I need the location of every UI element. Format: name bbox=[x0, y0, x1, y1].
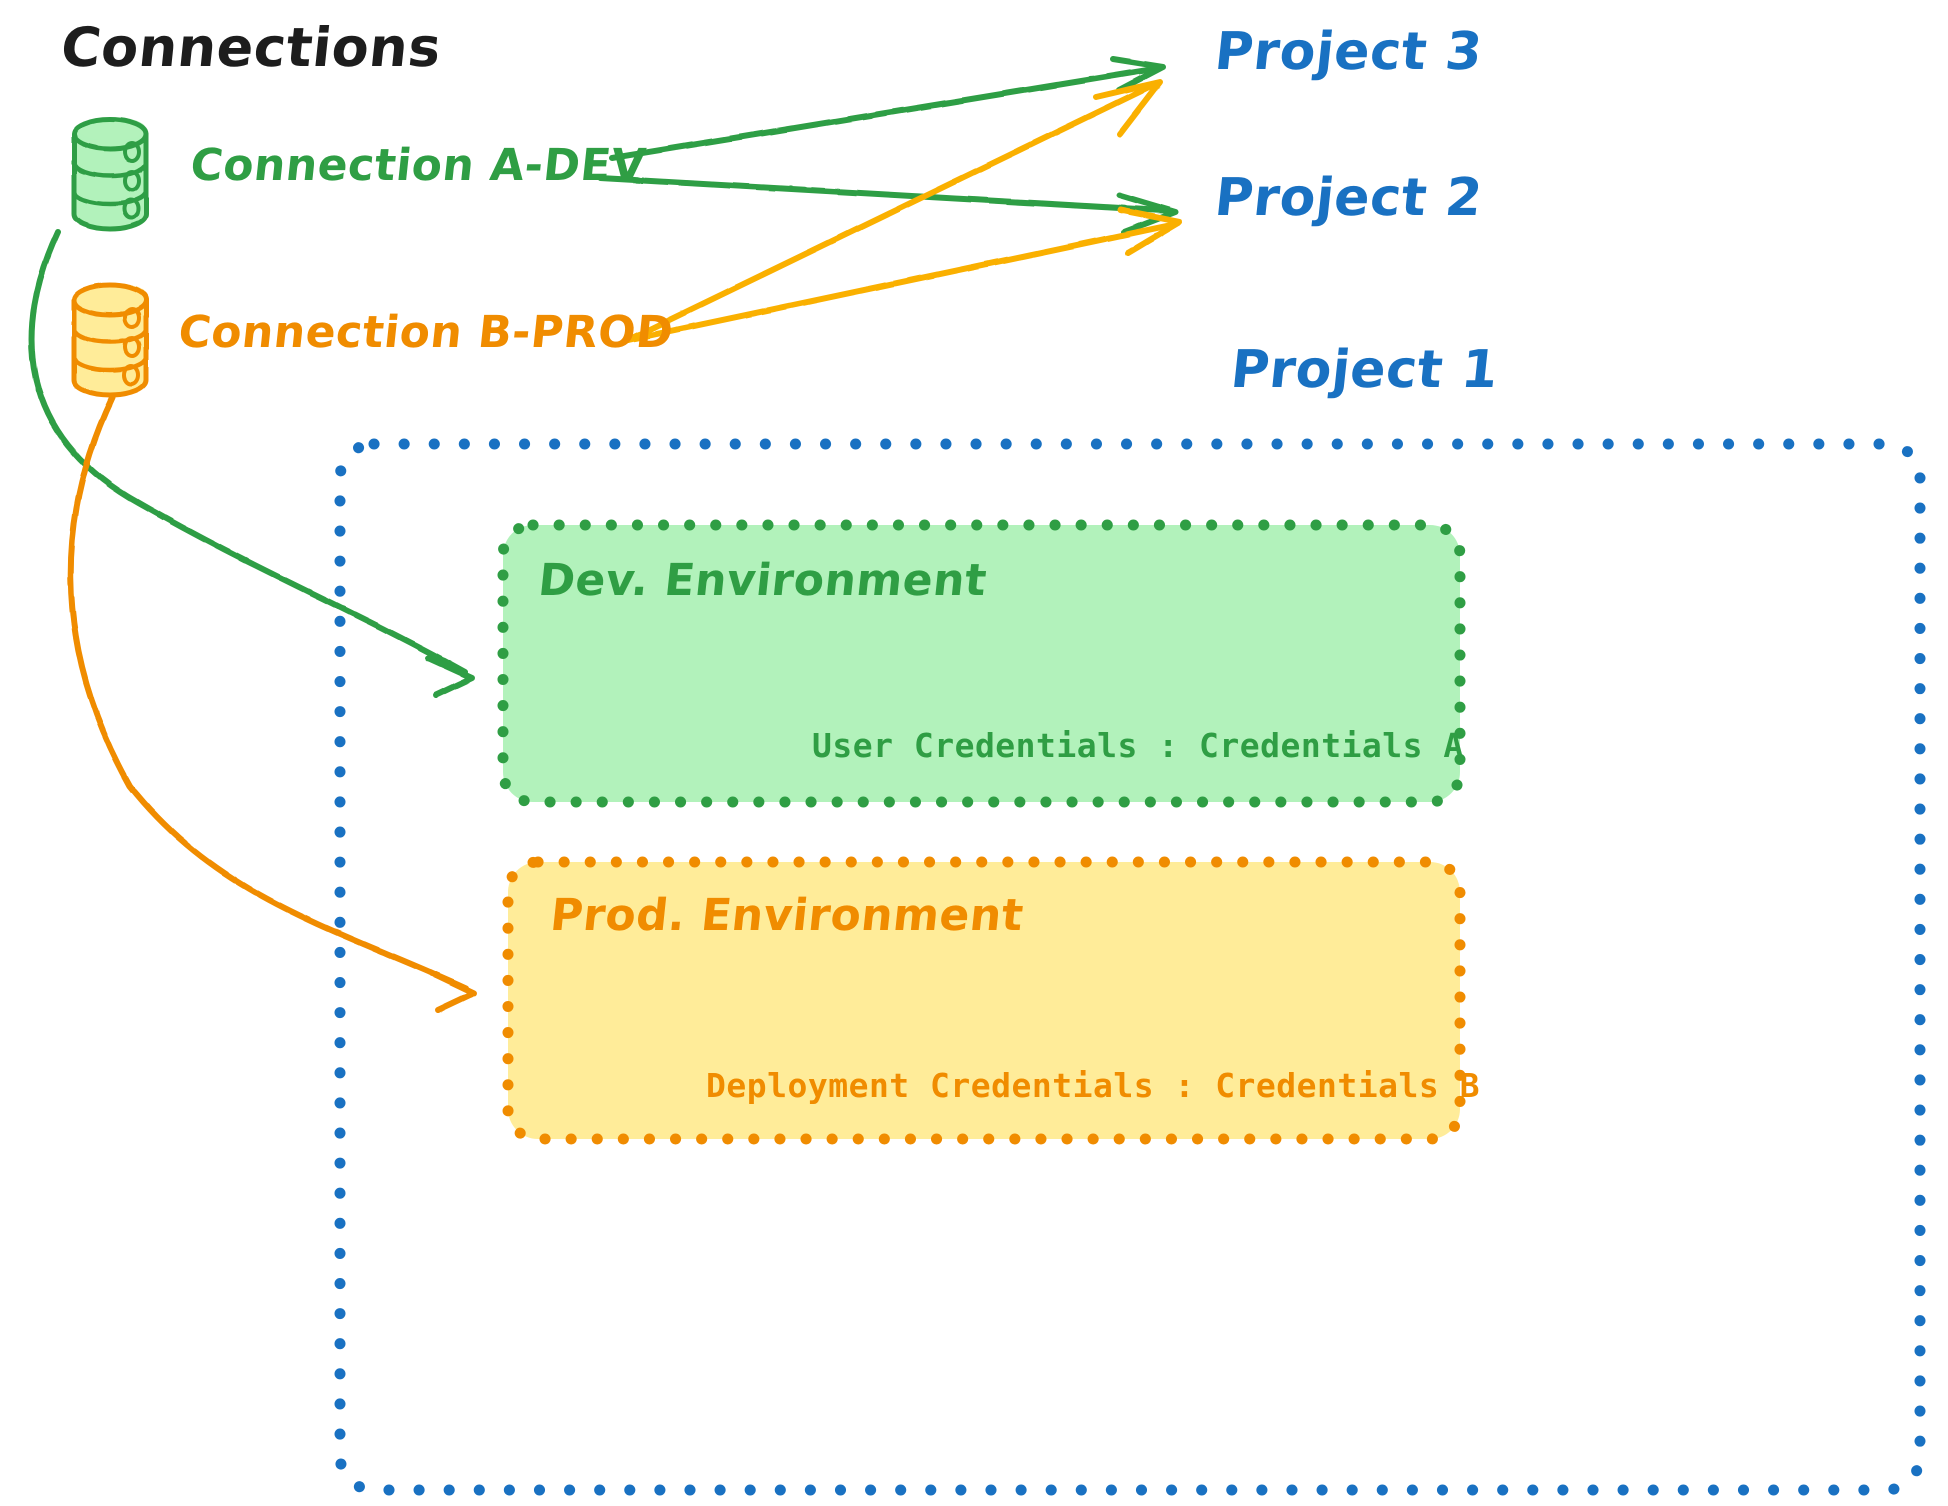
project-1-container bbox=[334, 438, 1926, 1496]
prod-environment-label: Prod. Environment bbox=[548, 890, 1027, 941]
arrow-conn-b-to-prod-environment bbox=[67, 395, 477, 1013]
arrow-conn-a-to-dev-environment bbox=[28, 229, 475, 698]
dev-environment-box[interactable] bbox=[497, 519, 1466, 808]
project-2-label[interactable]: Project 2 bbox=[1212, 168, 1486, 228]
project-3-label[interactable]: Project 3 bbox=[1212, 22, 1486, 82]
arrow-conn-b-to-project-2 bbox=[625, 207, 1183, 343]
connection-a-dev-label[interactable]: Connection A-DEV bbox=[188, 140, 649, 191]
project-1-label[interactable]: Project 1 bbox=[1228, 340, 1502, 400]
database-cylinder-icon-green[interactable] bbox=[71, 116, 149, 232]
prod-environment-credentials: Deployment Credentials : Credentials B bbox=[706, 1066, 1480, 1105]
dev-environment-label: Dev. Environment bbox=[536, 555, 990, 606]
database-cylinder-icon-orange[interactable] bbox=[71, 282, 149, 398]
arrow-conn-a-to-project-3 bbox=[609, 56, 1166, 161]
arrow-conn-b-to-project-3 bbox=[625, 79, 1163, 343]
prod-environment-box[interactable] bbox=[502, 856, 1466, 1145]
arrow-conn-a-to-project-2 bbox=[597, 175, 1179, 235]
dev-environment-credentials: User Credentials : Credentials A bbox=[812, 726, 1464, 765]
page-title: Connections bbox=[58, 16, 445, 79]
connection-b-prod-label[interactable]: Connection B-PROD bbox=[176, 307, 676, 358]
